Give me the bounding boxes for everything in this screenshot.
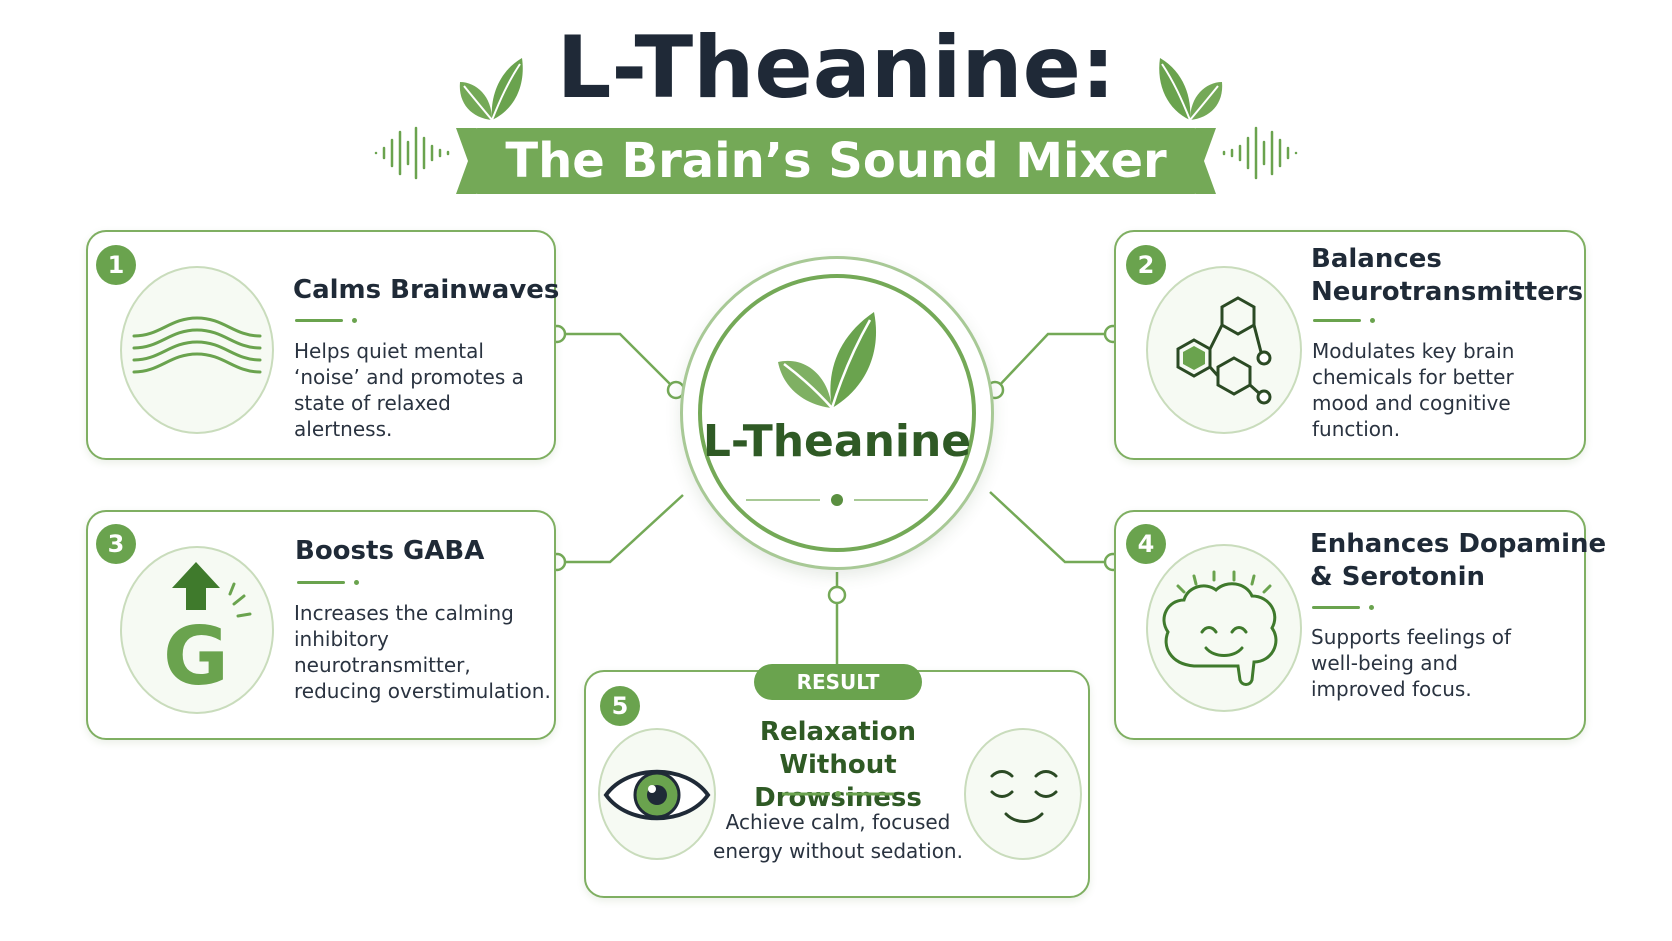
card-3-rule xyxy=(297,581,345,584)
card-3-body-line: inhibitory xyxy=(294,627,389,651)
card-2-title-line: Balances xyxy=(1311,244,1442,274)
result-title: Relaxation Without Drowsiness xyxy=(700,716,976,815)
card-2-title-line: Neurotransmitters xyxy=(1311,277,1584,307)
card-1-body-line: Helps quiet mental xyxy=(294,339,484,363)
card-4-title-line: & Serotonin xyxy=(1310,562,1485,592)
result-body-line: energy without sedation. xyxy=(713,839,963,863)
card-1-title: Calms Brainwaves xyxy=(293,275,560,305)
card-3-body: Increases the calming inhibitory neurotr… xyxy=(294,600,554,704)
result-body: Achieve calm, focused energy without sed… xyxy=(700,808,976,866)
result-title-line: Without Drowsiness xyxy=(754,750,922,813)
svg-text:G: G xyxy=(163,610,229,690)
result-title-line: Relaxation xyxy=(759,717,917,747)
card-3-body-line: reducing overstimulation. xyxy=(294,679,551,703)
leaf-right-icon xyxy=(1159,58,1223,121)
card-4-rule xyxy=(1312,606,1360,609)
card-2-body-line: mood and cognitive xyxy=(1312,391,1511,415)
card-5-right-icon-circle xyxy=(964,728,1082,860)
sound-wave-right-icon xyxy=(1222,126,1298,180)
card-2-body-line: Modulates key brain xyxy=(1312,339,1515,363)
card-1-rule xyxy=(295,319,343,322)
card-4-body-line: Supports feelings of xyxy=(1311,625,1512,649)
card-1-body: Helps quiet mental ‘noise’ and promotes … xyxy=(294,338,554,442)
card-2-number-badge: 2 xyxy=(1126,245,1166,285)
card-3-number-badge: 3 xyxy=(96,524,136,564)
card-1-body-line: ‘noise’ and promotes a xyxy=(294,365,524,389)
card-1-body-line: state of relaxed alertness. xyxy=(294,391,451,441)
card-2-body-line: chemicals for better xyxy=(1312,365,1514,389)
calm-face-icon xyxy=(990,770,1058,823)
card-3-rule-dot xyxy=(354,580,359,585)
card-4-title: Enhances Dopamine & Serotonin xyxy=(1310,528,1606,594)
card-1-number-badge: 1 xyxy=(96,245,136,285)
card-2-rule-dot xyxy=(1370,318,1375,323)
result-body-line: Achieve calm, focused xyxy=(725,810,951,834)
card-4-rule-dot xyxy=(1369,605,1374,610)
card-4-body-line: well-being and xyxy=(1311,651,1458,675)
molecule-icon xyxy=(1176,296,1272,405)
center-leaf-icon xyxy=(778,312,877,409)
gaba-arrow-icon: G xyxy=(163,562,252,690)
card-1-rule-dot xyxy=(352,318,357,323)
happy-brain-icon xyxy=(1162,570,1278,686)
sound-wave-left-icon xyxy=(374,126,450,180)
card-2-body-line: function. xyxy=(1312,417,1401,441)
card-4-body: Supports feelings of well-being and impr… xyxy=(1311,624,1571,702)
card-2-icon-circle xyxy=(1146,266,1302,434)
result-divider xyxy=(782,791,894,797)
card-4-title-line: Enhances Dopamine xyxy=(1310,529,1607,559)
center-label: L-Theanine xyxy=(702,416,972,467)
card-2-title: Balances Neurotransmitters xyxy=(1311,243,1583,309)
card-3-body-line: Increases the calming xyxy=(294,601,514,625)
card-2-body: Modulates key brain chemicals for better… xyxy=(1312,338,1572,442)
card-2-rule xyxy=(1313,319,1361,322)
card-3-body-line: neurotransmitter, xyxy=(294,653,471,677)
eye-icon xyxy=(603,769,711,821)
center-divider xyxy=(746,494,928,506)
card-5-number-badge: 5 xyxy=(600,686,640,726)
card-3-title: Boosts GABA xyxy=(295,536,485,566)
card-4-icon-circle xyxy=(1146,544,1302,712)
card-4-body-line: improved focus. xyxy=(1311,677,1472,701)
brainwave-icon xyxy=(132,316,262,374)
leaf-left-icon xyxy=(459,58,523,121)
subtitle-banner: The Brain’s Sound Mixer xyxy=(470,128,1202,194)
result-pill: RESULT xyxy=(754,664,922,700)
card-4-number-badge: 4 xyxy=(1126,524,1166,564)
card-1-icon-circle xyxy=(120,266,274,434)
page-title: L-Theanine: xyxy=(556,18,1116,118)
